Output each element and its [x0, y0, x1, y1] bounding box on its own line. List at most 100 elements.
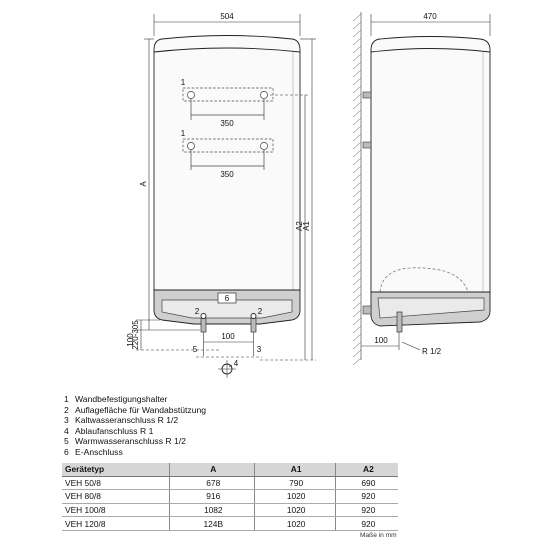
table-cell: 690	[334, 476, 398, 491]
hatch-line	[352, 125, 362, 134]
technical-drawing: 504 1 1 350 350 A A2 A1 220-305 100 100 …	[126, 12, 491, 378]
legend-text: Wandbefestigungshalter	[75, 394, 168, 404]
table-cell: 1082	[169, 503, 255, 518]
wall-bracket-lower	[182, 138, 274, 170]
header-device-type: Gerätetyp	[62, 463, 170, 477]
bracket-spacing-lower: 350	[220, 170, 234, 179]
table-row: VEH 50/8 678 790 690	[62, 476, 398, 491]
legend-item: 1 Wandbefestigungshalter	[64, 394, 206, 405]
hatch-line	[352, 293, 362, 302]
bracket-label-upper: 1	[181, 78, 186, 87]
hatch-line	[352, 101, 362, 110]
pipe-offset-label: 100	[374, 336, 388, 345]
table-cell: VEH 80/8	[62, 489, 170, 504]
dimension-a2-label: A2	[295, 221, 304, 231]
legend-number: 2	[64, 404, 69, 415]
hatch-line	[352, 13, 362, 22]
legend-text: Auflagefläche für Wandabstützung	[75, 404, 207, 415]
hatch-line	[352, 181, 362, 190]
spec-table: Gerätetyp A A1 A2 VEH 50/8 678 790 690 V…	[62, 463, 398, 531]
hatch-line	[352, 53, 362, 62]
hatch-line	[352, 61, 362, 70]
header-a2: A2	[334, 463, 398, 477]
hatch-line	[352, 269, 362, 278]
table-cell: VEH 120/8	[62, 516, 170, 531]
hatch-line	[352, 197, 362, 206]
side-dimensions	[361, 14, 491, 351]
hatch-line	[352, 237, 362, 246]
dimension-a-label: A	[139, 181, 148, 187]
table-cell: VEH 100/8	[62, 503, 170, 518]
width-dimension-label: 504	[220, 12, 234, 21]
hatch-line	[352, 141, 362, 150]
table-row: VEH 80/8 916 1020 920	[62, 489, 398, 504]
table-cell: 124B	[169, 516, 255, 531]
table-cell: 790	[253, 476, 336, 491]
label-2-left: 2	[195, 307, 200, 316]
label-5: 5	[193, 345, 198, 354]
legend-text: Ablaufanschluss R 1	[75, 425, 154, 436]
depth-dimension-label: 470	[423, 12, 437, 21]
hatch-line	[352, 45, 362, 54]
table-cell: 920	[334, 503, 398, 518]
label-4: 4	[234, 359, 239, 368]
hatch-line	[352, 93, 362, 102]
table-cell: 678	[169, 476, 255, 491]
legend-number: 4	[64, 425, 69, 436]
table-header-row: Gerätetyp A A1 A2	[62, 463, 398, 477]
table-cell: 1020	[253, 516, 336, 531]
hatch-line	[352, 341, 362, 350]
legend-number: 5	[64, 436, 69, 447]
thread-label: R 1/2	[422, 347, 442, 356]
hatch-line	[352, 37, 362, 46]
hatch-line	[352, 165, 362, 174]
hatch-line	[352, 349, 362, 358]
label-6: 6	[225, 294, 230, 303]
hatch-line	[352, 213, 362, 222]
legend-item: 4 Ablaufanschluss R 1	[64, 426, 206, 437]
legend-number: 3	[64, 415, 69, 426]
hatch-line	[352, 253, 362, 262]
hatch-line	[352, 133, 362, 142]
wall-bracket-upper	[182, 87, 274, 120]
hatch-line	[352, 205, 362, 214]
hatch-line	[352, 173, 362, 182]
hatch-line	[352, 109, 362, 118]
hatch-line	[352, 21, 362, 30]
table-cell: 1020	[253, 489, 336, 504]
legend-number: 6	[64, 446, 69, 457]
hatch-line	[352, 301, 362, 310]
legend-text: Warmwasseranschluss R 1/2	[75, 436, 186, 447]
hatch-line	[352, 29, 362, 38]
hatch-line	[352, 309, 362, 318]
wall-hatch-lines	[352, 13, 362, 366]
bottom-height-label: 220-305	[131, 320, 140, 350]
table-cell: VEH 50/8	[62, 476, 170, 491]
hatch-line	[352, 189, 362, 198]
table-cell: 1020	[253, 503, 336, 518]
legend: 1 Wandbefestigungshalter 2 Auflagefläche f…	[64, 394, 206, 458]
table-cell: 916	[169, 489, 255, 504]
side-view	[362, 36, 491, 333]
label-2-right: 2	[258, 307, 263, 316]
legend-text: Kaltwasseranschluss R 1/2	[75, 415, 179, 426]
bracket-label-lower: 1	[181, 129, 186, 138]
bracket-spacing-upper: 350	[220, 119, 234, 128]
hatch-line	[352, 157, 362, 166]
hatch-line	[352, 69, 362, 78]
legend-item: 3 Kaltwasseranschluss R 1/2	[64, 415, 206, 426]
hatch-line	[352, 317, 362, 326]
legend-item: 2 Auflagefläche für Wandabstützung	[64, 405, 206, 416]
hatch-line	[352, 357, 362, 366]
hatch-line	[352, 229, 362, 238]
table-row: VEH 100/8 1082 1020 920	[62, 503, 398, 518]
hatch-line	[352, 325, 362, 334]
header-a: A	[169, 463, 255, 477]
hatch-line	[352, 117, 362, 126]
unit-note: Maße in mm	[360, 532, 397, 539]
legend-number: 1	[64, 394, 69, 404]
pipe-spacing-label: 100	[221, 332, 235, 341]
hatch-line	[352, 277, 362, 286]
hatch-line	[352, 285, 362, 294]
